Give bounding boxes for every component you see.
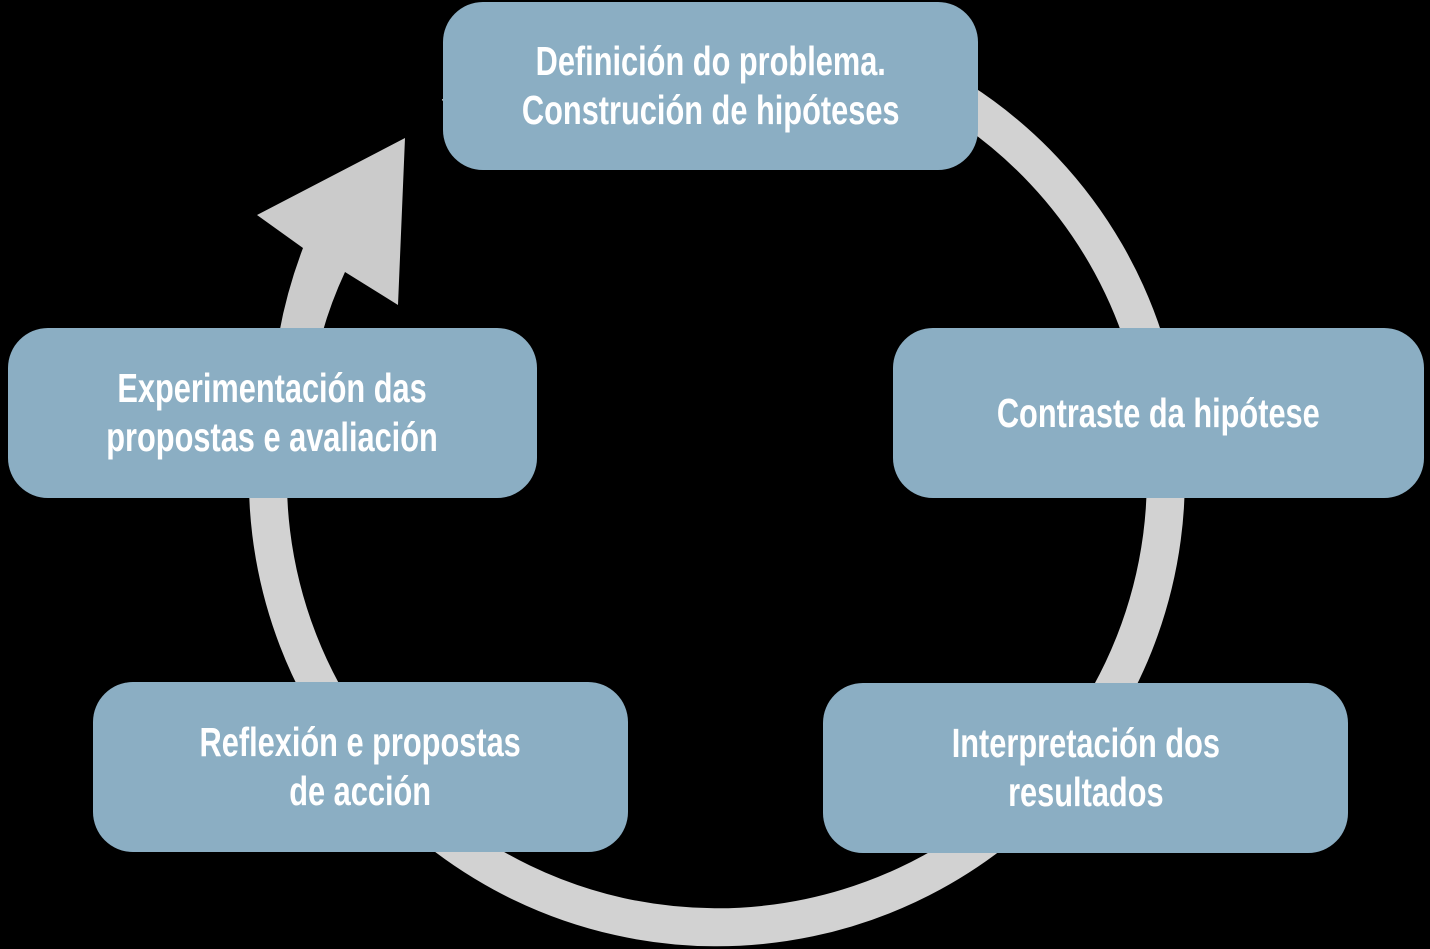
node-interpretacion-label: Interpretación dos resultados — [951, 720, 1220, 815]
node-contraste: Contraste da hipótese — [893, 328, 1424, 498]
node-definicion-label: Definición do problema. Construción de h… — [521, 38, 900, 133]
node-experimentacion-label: Experimentación das propostas e avaliaci… — [106, 365, 439, 460]
node-reflexion-label: Reflexión e propostas de acción — [199, 719, 522, 814]
node-definicion: Definición do problema. Construción de h… — [443, 2, 978, 170]
node-contraste-label: Contraste da hipótese — [997, 389, 1320, 436]
node-experimentacion: Experimentación das propostas e avaliaci… — [8, 328, 537, 498]
cycle-arrowhead-icon — [257, 138, 405, 334]
node-interpretacion: Interpretación dos resultados — [823, 683, 1348, 853]
node-reflexion: Reflexión e propostas de acción — [93, 682, 628, 852]
